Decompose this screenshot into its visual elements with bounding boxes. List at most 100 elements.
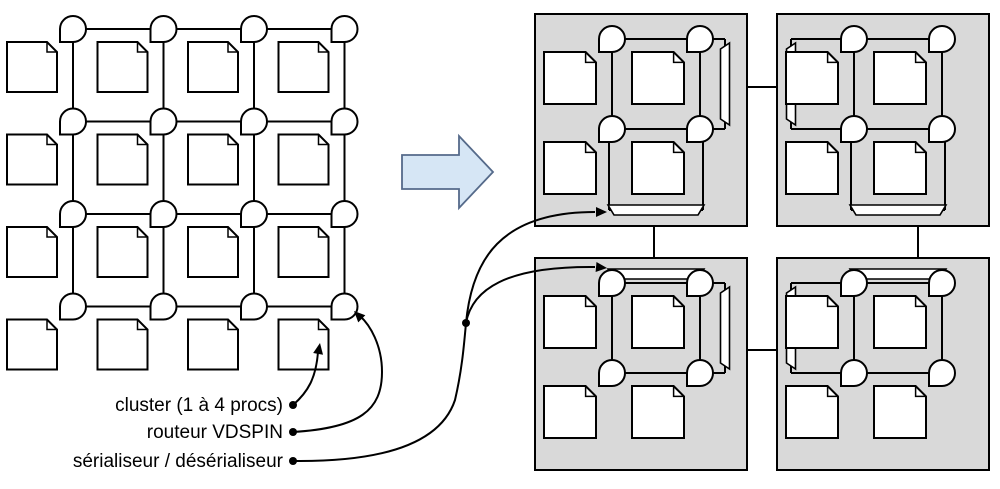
router bbox=[59, 15, 87, 43]
cluster bbox=[631, 141, 685, 195]
cluster bbox=[277, 133, 330, 186]
leader-line bbox=[292, 351, 319, 406]
router bbox=[149, 292, 178, 321]
cluster bbox=[873, 295, 927, 349]
router bbox=[240, 15, 268, 43]
router bbox=[149, 200, 178, 228]
router bbox=[928, 25, 956, 53]
cluster bbox=[277, 41, 330, 93]
cluster bbox=[187, 318, 239, 371]
cluster bbox=[6, 41, 58, 93]
leader-arrowhead bbox=[313, 343, 324, 355]
router bbox=[240, 107, 268, 136]
leader-line bbox=[465, 265, 596, 324]
cluster bbox=[543, 385, 597, 439]
cluster-fold bbox=[826, 52, 838, 64]
cluster bbox=[631, 385, 685, 439]
legend-lines bbox=[289, 207, 607, 465]
cluster bbox=[6, 226, 58, 278]
cluster bbox=[6, 318, 58, 371]
router bbox=[330, 107, 359, 136]
cluster-fold bbox=[914, 296, 926, 308]
cluster-fold bbox=[584, 142, 596, 154]
right-arrow-shape bbox=[401, 133, 495, 211]
cluster-fold bbox=[584, 52, 596, 64]
router bbox=[330, 15, 359, 43]
cluster bbox=[96, 226, 149, 278]
cluster-fold bbox=[584, 296, 596, 308]
cluster-fold bbox=[227, 134, 238, 146]
cluster-fold bbox=[914, 386, 926, 398]
router bbox=[686, 25, 714, 53]
legend-serdes-label: sérialiseur / désérialiseur bbox=[73, 451, 284, 472]
cluster-fold bbox=[46, 134, 57, 146]
leader-line bbox=[292, 322, 467, 463]
router bbox=[686, 269, 714, 297]
cluster bbox=[6, 133, 58, 186]
leader-line bbox=[292, 315, 384, 433]
router bbox=[598, 115, 626, 143]
cluster bbox=[785, 385, 839, 439]
cluster-fold bbox=[826, 386, 838, 398]
router bbox=[928, 359, 956, 387]
cluster-fold bbox=[672, 142, 684, 154]
leader-line bbox=[465, 211, 596, 324]
leader-arrowhead bbox=[595, 262, 607, 273]
legend-router-label: routeur VDSPIN bbox=[147, 422, 283, 443]
cluster-fold bbox=[584, 386, 596, 398]
serdes bbox=[606, 204, 706, 216]
cluster-fold bbox=[46, 319, 57, 331]
router bbox=[330, 200, 359, 228]
cluster-fold bbox=[826, 296, 838, 308]
router bbox=[598, 269, 626, 297]
serdes bbox=[719, 41, 731, 127]
cluster bbox=[631, 51, 685, 105]
cluster bbox=[785, 51, 839, 105]
router bbox=[840, 359, 868, 387]
cluster bbox=[543, 51, 597, 105]
transform-arrow bbox=[401, 133, 495, 211]
cluster bbox=[187, 226, 239, 278]
left-mesh bbox=[6, 15, 359, 371]
router bbox=[598, 25, 626, 53]
cluster-fold bbox=[227, 42, 238, 53]
cluster-fold bbox=[826, 142, 838, 154]
cluster-fold bbox=[914, 142, 926, 154]
leader-arrowhead bbox=[596, 207, 607, 217]
cluster-fold bbox=[672, 296, 684, 308]
cluster bbox=[543, 295, 597, 349]
serdes bbox=[848, 204, 948, 216]
cluster bbox=[785, 295, 839, 349]
legend-cluster-label: cluster (1 à 4 procs) bbox=[115, 395, 283, 416]
router bbox=[59, 292, 87, 321]
cluster-fold bbox=[914, 52, 926, 64]
cluster-fold bbox=[317, 42, 329, 53]
router bbox=[686, 359, 714, 387]
cluster-fold bbox=[136, 42, 148, 53]
router bbox=[928, 269, 956, 297]
cluster-fold bbox=[317, 134, 329, 146]
router bbox=[59, 200, 87, 228]
cluster bbox=[187, 41, 239, 93]
cluster-fold bbox=[46, 227, 57, 238]
cluster-fold bbox=[317, 319, 329, 331]
router bbox=[840, 25, 868, 53]
cluster bbox=[96, 41, 149, 93]
cluster bbox=[187, 133, 239, 186]
cluster bbox=[543, 141, 597, 195]
cluster bbox=[631, 295, 685, 349]
right-blocks bbox=[534, 13, 990, 471]
router bbox=[240, 200, 268, 228]
cluster bbox=[96, 318, 149, 371]
router bbox=[330, 292, 359, 321]
router bbox=[59, 107, 87, 136]
cluster-fold bbox=[136, 134, 148, 146]
cluster-fold bbox=[136, 227, 148, 238]
router bbox=[240, 292, 268, 321]
cluster-fold bbox=[227, 319, 238, 331]
cluster bbox=[96, 133, 149, 186]
cluster bbox=[785, 141, 839, 195]
cluster-fold bbox=[46, 42, 57, 53]
router bbox=[598, 359, 626, 387]
